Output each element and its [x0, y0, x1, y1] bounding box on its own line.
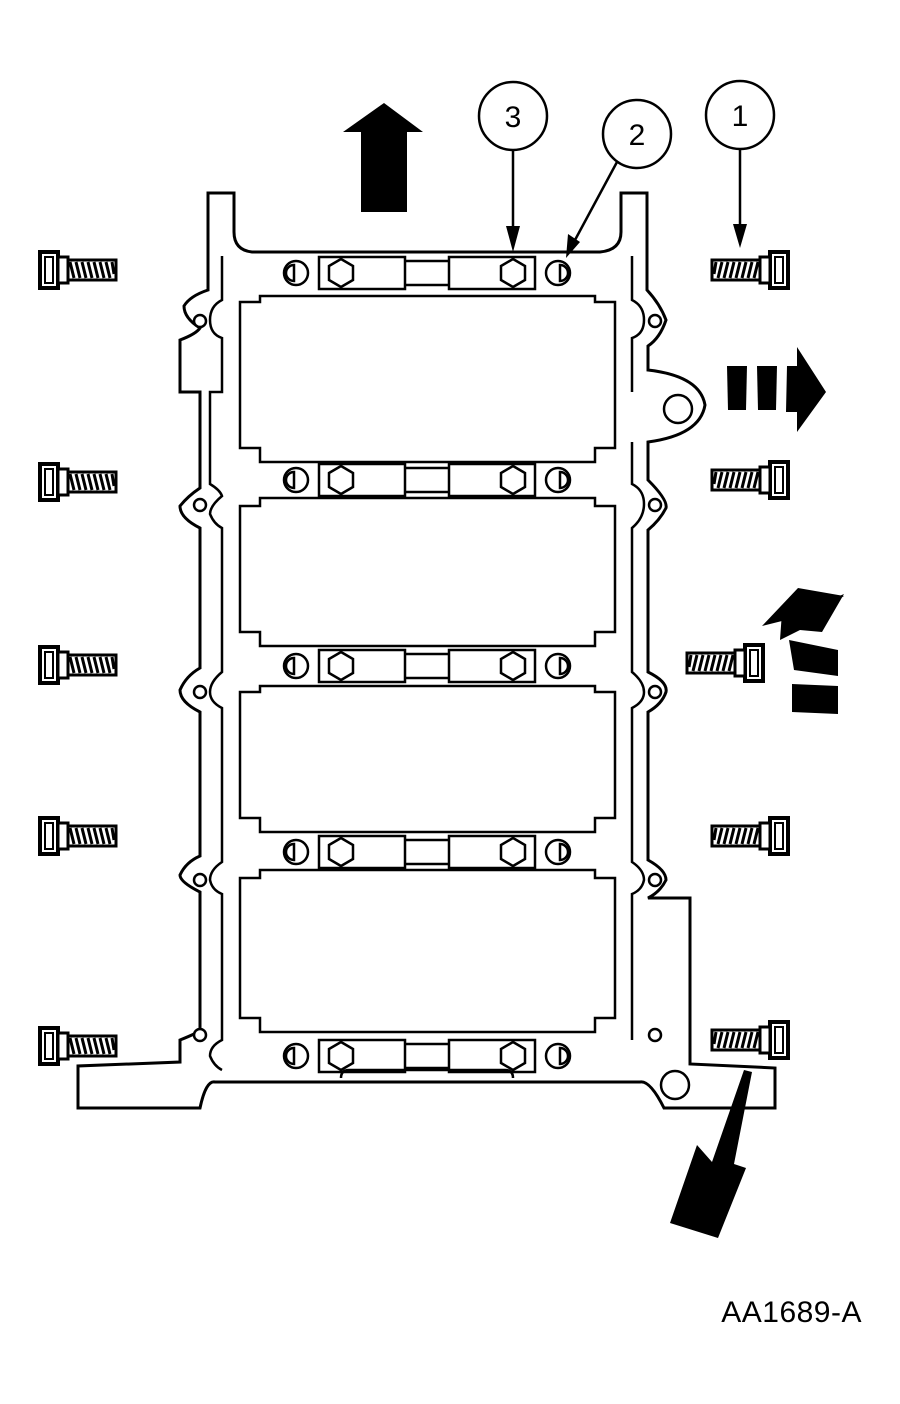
callout-label: 1 — [732, 100, 749, 133]
callout-3: 3 — [477, 80, 549, 252]
bolt-icon — [712, 252, 788, 288]
figure-id: AA1689-A — [721, 1296, 862, 1329]
bolt-holes — [192, 313, 694, 1101]
left-bolts — [38, 250, 118, 1066]
dashed-arrow-icon — [762, 588, 844, 714]
direction-arrow-icon — [343, 103, 423, 212]
dashed-arrow-icon — [727, 347, 826, 432]
bolt-icon — [38, 1026, 118, 1066]
direction-arrow-icon — [670, 1070, 752, 1238]
bolt-icon — [712, 1022, 788, 1058]
bolt-icon — [687, 645, 763, 681]
callout-label: 3 — [505, 101, 522, 134]
bolt-icon — [38, 250, 118, 290]
inner-outline — [208, 256, 646, 1072]
bearing-caps — [282, 255, 572, 1079]
callout-2: 2 — [566, 98, 673, 258]
bearing-cap-row-2 — [282, 462, 572, 498]
crankcase-bays — [238, 294, 617, 1034]
bolt-icon — [712, 462, 788, 498]
bolt-icon — [38, 816, 118, 856]
bearing-cap-row-4 — [282, 834, 572, 870]
callout-1: 1 — [704, 79, 776, 248]
bearing-cap-row-3 — [282, 648, 572, 684]
bearing-cap-row-1 — [282, 255, 572, 291]
bearing-cap-row-5 — [282, 1038, 572, 1079]
bolt-icon — [38, 645, 118, 685]
bolt-icon — [712, 818, 788, 854]
bolt-icon — [38, 462, 118, 502]
block-outline — [76, 191, 777, 1110]
callout-label: 2 — [629, 119, 646, 152]
